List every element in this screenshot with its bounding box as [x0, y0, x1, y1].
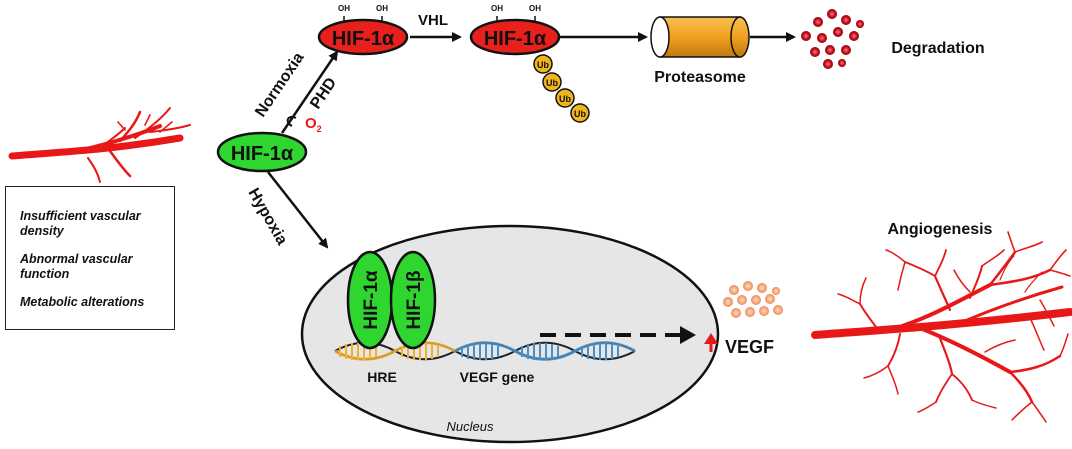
hif1a-central-label: HIF-1α [231, 143, 294, 165]
dense-vessel-icon [811, 231, 1072, 423]
nucleus-label: Nucleus [447, 419, 494, 434]
vascular-conditions-box: Insufficient vascular density Abnormal v… [5, 186, 175, 330]
svg-text:HIF-1α: HIF-1α [332, 28, 395, 50]
ub-bead-3 [555, 88, 575, 108]
svg-text:Ub: Ub [546, 78, 558, 88]
hypoxia-arrow [267, 171, 329, 249]
hif1a-ubiquitinated-node: OH OH HIF-1α [469, 4, 561, 56]
svg-text:Ub: Ub [574, 109, 586, 119]
hif1a-nuclear-subunit: HIF-1α [346, 250, 394, 350]
vhl-label: VHL [418, 12, 448, 29]
vegf-increase-arrow-icon [704, 333, 718, 352]
o2-label: O2 [305, 115, 322, 134]
ub-bead-2 [542, 72, 562, 92]
hypoxia-label: Hypoxia [245, 186, 291, 248]
dna-helix [334, 341, 636, 361]
condition-item: Metabolic alterations [20, 295, 145, 309]
ub-bead-4 [570, 103, 590, 123]
svg-text:OH: OH [529, 4, 541, 13]
svg-text:OH: OH [491, 4, 503, 13]
vegf-protein-dots [723, 281, 783, 318]
svg-text:OH: OH [376, 4, 388, 13]
o2-bracket [286, 116, 297, 127]
svg-text:HIF-1β: HIF-1β [404, 270, 425, 329]
proteasome-label: Proteasome [654, 69, 746, 86]
svg-text:Ub: Ub [537, 60, 549, 70]
svg-text:HIF-1α: HIF-1α [484, 28, 547, 50]
vegf-gene-label: VEGF gene [460, 369, 535, 385]
normoxia-arrow [280, 50, 339, 134]
hre-label: HRE [367, 369, 397, 385]
hif1a-hydroxylated-node: OH OH HIF-1α [317, 4, 409, 56]
proteasome-icon [650, 16, 750, 58]
angiogenesis-label: Angiogenesis [888, 221, 993, 238]
vegf-label: VEGF [725, 337, 774, 357]
transcription-arrowhead [680, 326, 696, 344]
phd-label: PHD [307, 75, 340, 113]
svg-text:OH: OH [338, 4, 350, 13]
ubiquitin-chain: Ub Ub Ub Ub [533, 54, 590, 123]
sparse-vessel-icon [8, 107, 191, 183]
degraded-fragments-icon [801, 9, 864, 69]
hif1a-central-node: HIF-1α [216, 131, 308, 173]
condition-item: Abnormal vascular function [20, 252, 133, 281]
svg-text:HIF-1α: HIF-1α [361, 270, 382, 330]
ub-bead-1 [533, 54, 553, 74]
degradation-label: Degradation [891, 40, 984, 57]
hif1b-nuclear-subunit: HIF-1β [389, 250, 437, 350]
svg-text:Ub: Ub [559, 94, 571, 104]
condition-item: Insufficient vascular density [20, 209, 141, 238]
